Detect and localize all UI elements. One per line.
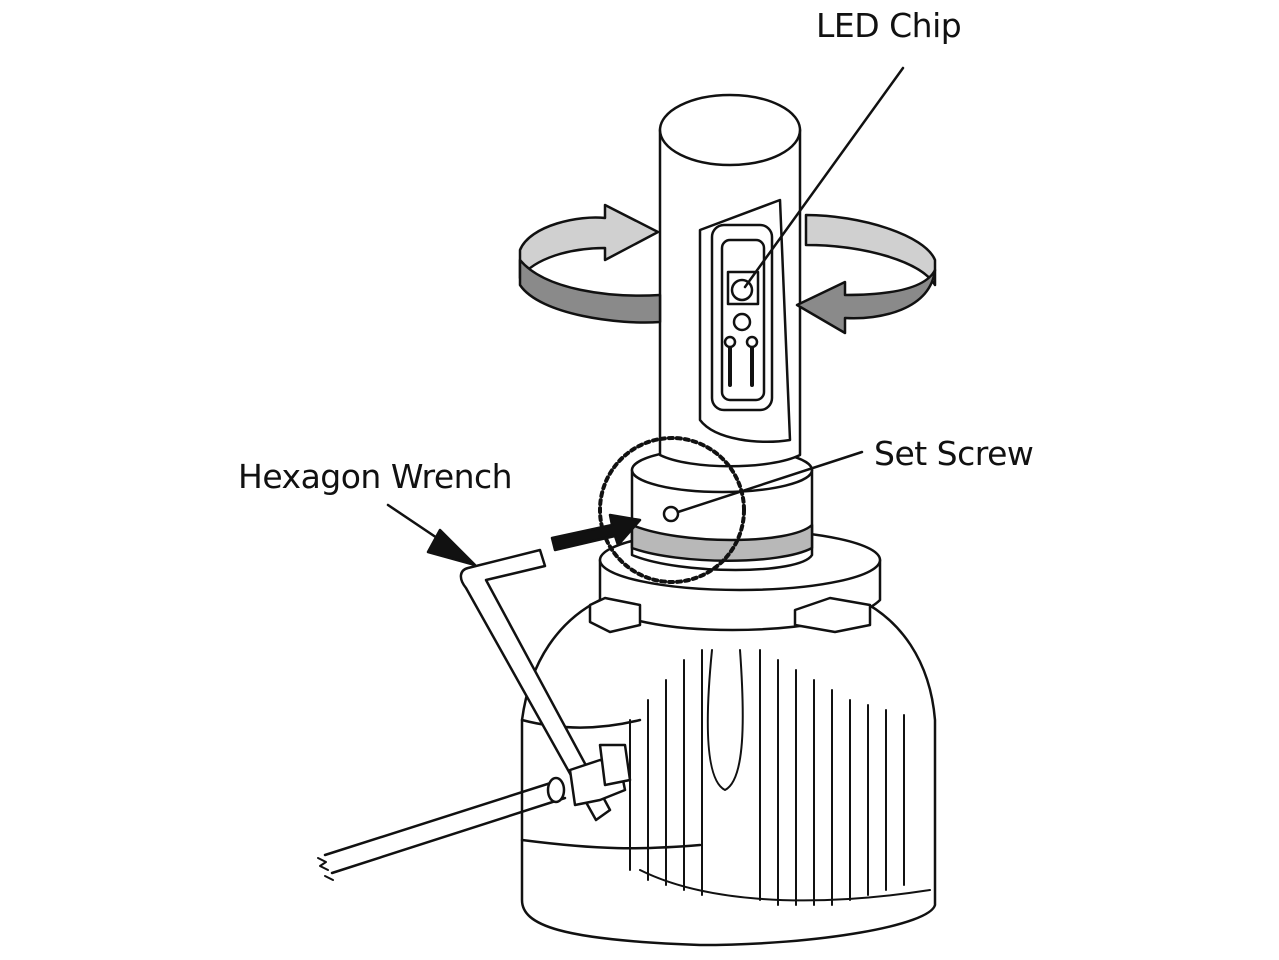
set-screw-label: Set Screw bbox=[874, 434, 1034, 473]
led-chip-leader-line bbox=[743, 66, 905, 289]
heatsink-fins bbox=[629, 649, 931, 906]
set-screw bbox=[662, 505, 680, 523]
power-cable bbox=[317, 743, 632, 881]
hexagon-wrench bbox=[459, 548, 612, 822]
set-screw-highlight-circle bbox=[598, 436, 746, 584]
set-screw-leader-line bbox=[676, 450, 864, 514]
heatsink bbox=[520, 598, 937, 947]
hexagon-wrench-pointer-arrow bbox=[386, 503, 477, 567]
bulb-tube bbox=[658, 93, 802, 468]
rotation-arrow-left bbox=[518, 203, 662, 324]
insert-arrow bbox=[550, 513, 642, 552]
led-chip-label: LED Chip bbox=[816, 6, 962, 45]
rotation-arrow-right bbox=[795, 213, 937, 335]
hexagon-wrench-label: Hexagon Wrench bbox=[238, 457, 513, 496]
